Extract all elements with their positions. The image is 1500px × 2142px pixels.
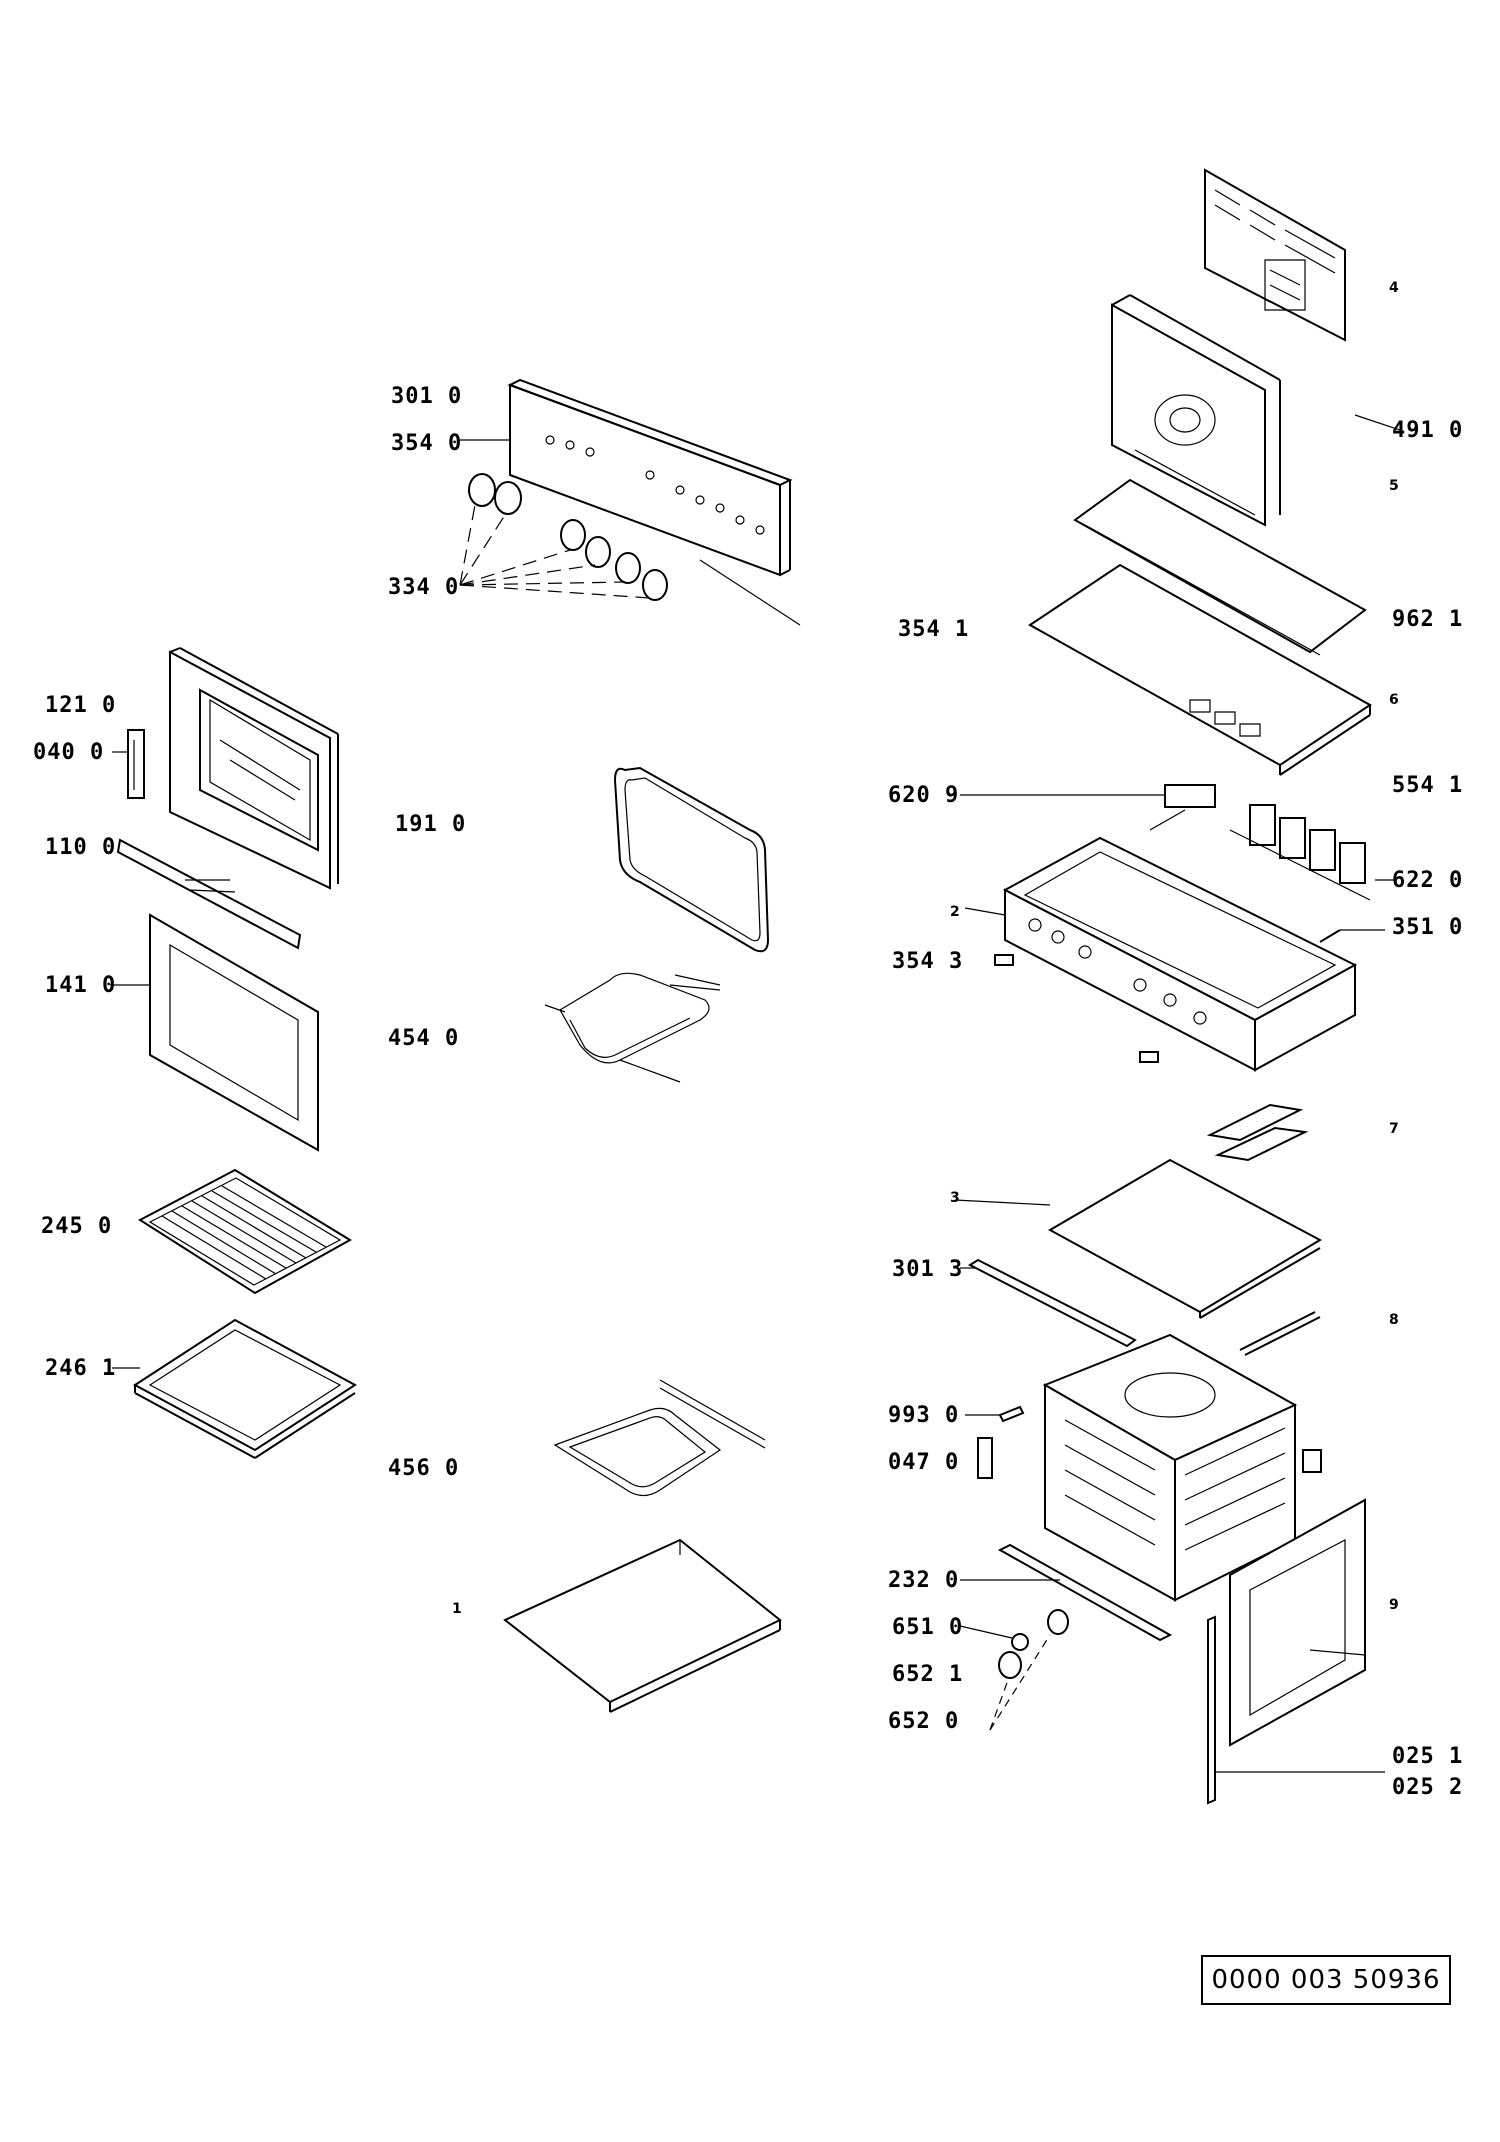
label-025-2: 025 2 (1392, 1775, 1464, 1800)
label-110-0: 110 0 (45, 835, 117, 860)
label-652-1: 652 1 (892, 1662, 964, 1687)
assembly-number-9: 9 (1389, 1597, 1399, 1613)
assembly-number-2: 2 (950, 904, 960, 920)
label-651-0: 651 0 (892, 1615, 964, 1640)
label-334-0: 334 0 (388, 575, 460, 600)
side-rail-part (960, 1260, 1135, 1346)
lamp-parts (960, 1610, 1068, 1730)
label-301-0: 301 0 (391, 384, 463, 409)
trim-strip-part (1210, 1105, 1305, 1160)
assembly-number-5: 5 (1389, 478, 1399, 494)
label-652-0: 652 0 (888, 1709, 960, 1734)
label-232-0: 232 0 (888, 1568, 960, 1593)
handle-part (118, 840, 300, 948)
label-245-0: 245 0 (41, 1214, 113, 1239)
vertical-strip-part (1208, 1617, 1385, 1803)
assembly-number-8: 8 (1389, 1312, 1399, 1328)
assembly-number-7: 7 (1389, 1121, 1399, 1137)
label-962-1: 962 1 (1392, 607, 1464, 632)
label-354-0: 354 0 (391, 431, 463, 456)
label-454-0: 454 0 (388, 1026, 460, 1051)
insulation-part (1075, 480, 1365, 655)
door-seal-part (615, 768, 768, 951)
label-993-0: 993 0 (888, 1403, 960, 1428)
pin-part (1320, 930, 1385, 942)
knob-parts (460, 474, 667, 600)
assembly-number-4: 4 (1389, 280, 1399, 296)
bottom-plate-part (505, 1540, 780, 1712)
bottom-rail-part (960, 1545, 1170, 1640)
label-047-0: 047 0 (888, 1450, 960, 1475)
top-plate-part (955, 1160, 1320, 1318)
label-121-0: 121 0 (45, 693, 117, 718)
control-panel-part (460, 380, 800, 625)
label-191-0: 191 0 (395, 812, 467, 837)
label-301-3: 301 3 (892, 1257, 964, 1282)
label-351-0: 351 0 (1392, 915, 1464, 940)
door-frame-part (170, 648, 338, 888)
label-040-0: 040 0 (33, 740, 105, 765)
drawing-reference-number: 0000 003 50936 (1201, 1955, 1451, 2005)
label-354-3: 354 3 (892, 949, 964, 974)
top-cover-part (1030, 565, 1370, 775)
label-354-1: 354 1 (898, 617, 970, 642)
side-door-part (1230, 1500, 1365, 1745)
hinge-part (112, 730, 144, 798)
label-025-1: 025 1 (1392, 1744, 1464, 1769)
label-620-9: 620 9 (888, 783, 960, 808)
wire-rack-part (140, 1170, 350, 1293)
bottom-element-part (555, 1380, 765, 1496)
label-554-1: 554 1 (1392, 773, 1464, 798)
assembly-number-6: 6 (1389, 692, 1399, 708)
label-246-1: 246 1 (45, 1356, 117, 1381)
oven-cavity-part (1045, 1335, 1321, 1600)
label-622-0: 622 0 (1392, 868, 1464, 893)
thermostat-block-part (1230, 805, 1395, 900)
fan-panel-part (1112, 295, 1400, 525)
assembly-number-1: 1 (452, 1601, 462, 1617)
small-hardware-parts (965, 1407, 1023, 1478)
selector-switch-part (960, 785, 1215, 830)
screw-parts (995, 955, 1158, 1062)
label-141-0: 141 0 (45, 973, 117, 998)
chassis-frame-part (965, 838, 1355, 1070)
assembly-number-3: 3 (950, 1190, 960, 1206)
label-491-0: 491 0 (1392, 418, 1464, 443)
door-glass-part (110, 915, 318, 1150)
rod-part (1240, 1312, 1320, 1355)
back-panel-part (1205, 170, 1345, 340)
baking-tray-part (112, 1320, 355, 1458)
grill-element-part (545, 973, 720, 1082)
label-456-0: 456 0 (388, 1456, 460, 1481)
